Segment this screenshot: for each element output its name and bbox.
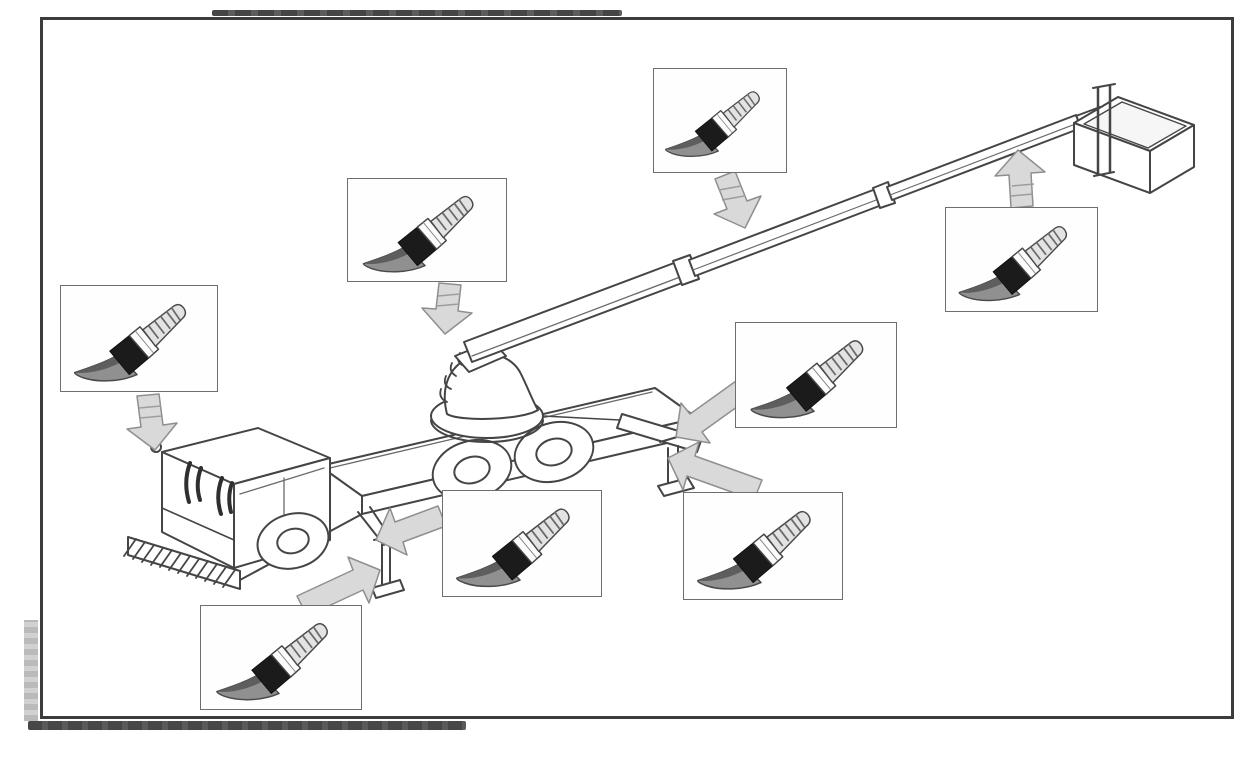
- paintbrush-icon: [215, 622, 329, 701]
- left-scan-smudge: [24, 620, 38, 721]
- truck-cab: [123, 427, 331, 590]
- telescopic-boom: [463, 106, 1101, 363]
- paintbrush-icon: [696, 510, 811, 590]
- work-basket: [1073, 83, 1195, 194]
- paint-callout-right-lower: [683, 492, 843, 600]
- paint-callout-right-middle: [735, 322, 897, 428]
- paint-callout-bottom-center: [442, 490, 602, 597]
- paintbrush-icon: [362, 195, 474, 273]
- paint-callout-top-center: [653, 68, 787, 173]
- bottom-scan-smudge: [28, 721, 466, 730]
- paintbrush-icon: [455, 508, 570, 588]
- rear-wheels: [431, 421, 595, 501]
- arrow-to-front-jack: [375, 505, 447, 556]
- top-scan-smudge: [212, 10, 622, 16]
- paint-callout-bottom-left: [200, 605, 362, 710]
- arrow-to-cab: [126, 393, 178, 451]
- arrow-to-front-foot: [296, 556, 381, 617]
- paintbrush-icon: [73, 303, 187, 382]
- arrow-to-boom-mid: [713, 170, 762, 229]
- front-wheel: [256, 512, 330, 570]
- paintbrush-icon: [958, 225, 1068, 302]
- paintbrush-icon: [750, 340, 864, 419]
- arrow-to-boom-tip: [994, 149, 1046, 209]
- paint-callout-right-upper: [945, 207, 1098, 312]
- boom-turret: [430, 340, 544, 443]
- paintbrush-icon: [664, 91, 761, 158]
- paint-callout-left: [60, 285, 218, 392]
- callout-arrows: [126, 149, 1046, 617]
- paint-callout-upper-left: [347, 178, 507, 282]
- arrow-to-turret: [421, 282, 473, 335]
